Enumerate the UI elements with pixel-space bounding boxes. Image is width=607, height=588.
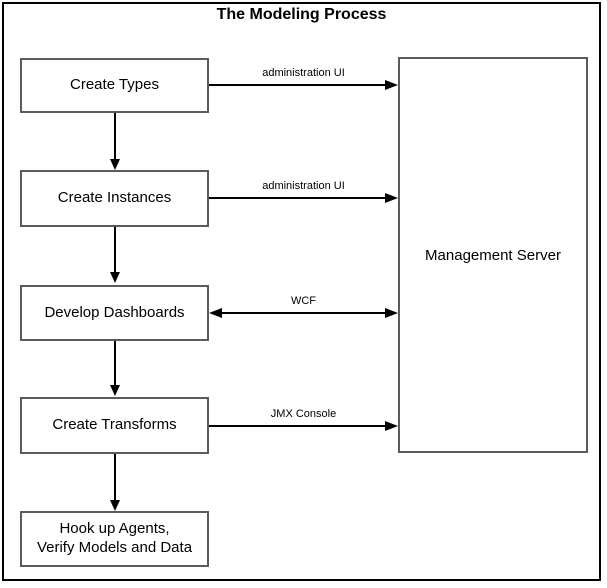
arrow-transforms-to-hookup-line (114, 454, 116, 500)
step-box-hook-up-agents: Hook up Agents, Verify Models and Data (20, 511, 209, 567)
arrow-dashboards-to-transforms-line (114, 341, 116, 386)
connection-label-wcf: WCF (290, 295, 317, 307)
arrow-down-head-icon (110, 159, 120, 170)
arrow-right-head-icon (385, 80, 398, 90)
step-label-hook-up-agents: Hook up Agents, Verify Models and Data (36, 520, 193, 556)
step-label-develop-dashboards: Develop Dashboards (44, 303, 185, 321)
arrow-right-head-icon (385, 308, 398, 318)
step-box-create-instances: Create Instances (20, 170, 209, 227)
step-label-create-transforms: Create Transforms (52, 416, 177, 434)
arrow-down-head-icon (110, 385, 120, 396)
arrow-instances-to-server-line (209, 197, 385, 199)
arrow-right-head-icon (385, 421, 398, 431)
arrow-left-head-icon (209, 308, 222, 318)
arrow-transforms-to-server-line (209, 425, 385, 427)
connection-label-administration-ui-2: administration UI (262, 180, 345, 192)
step-box-develop-dashboards: Develop Dashboards (20, 285, 209, 341)
step-box-create-types: Create Types (20, 58, 209, 113)
management-server-box: Management Server (398, 57, 588, 453)
step-box-create-transforms: Create Transforms (20, 397, 209, 454)
arrow-down-head-icon (110, 500, 120, 511)
arrow-types-to-server-line (209, 84, 385, 86)
arrow-down-head-icon (110, 272, 120, 283)
step-label-create-instances: Create Instances (57, 189, 172, 207)
step-label-create-types: Create Types (70, 76, 159, 94)
connection-label-administration-ui-1: administration UI (262, 67, 345, 79)
arrow-instances-to-dashboards-line (114, 227, 116, 273)
management-server-label: Management Server (425, 246, 561, 264)
arrow-dashboards-server-line (222, 312, 385, 314)
arrow-right-head-icon (385, 193, 398, 203)
diagram-title: The Modeling Process (216, 6, 387, 23)
arrow-types-to-instances-line (114, 113, 116, 161)
connection-label-jmx-console: JMX Console (270, 408, 337, 420)
